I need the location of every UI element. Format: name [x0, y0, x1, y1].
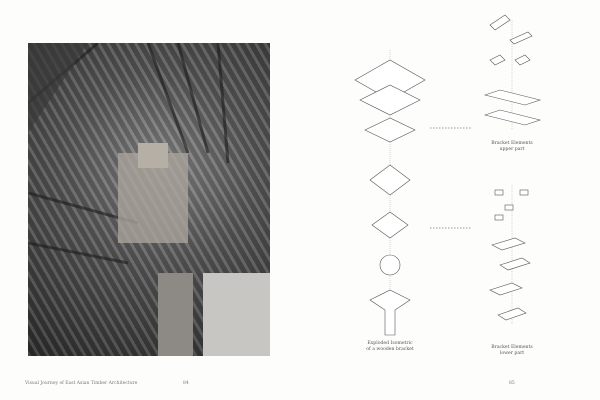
- caption-line: Bracket Elements: [491, 141, 533, 146]
- caption-lower-part: Bracket Elements lower part: [472, 345, 552, 357]
- exploded-isometric-diagram: [354, 14, 542, 336]
- right-page: Exploded Isometric of a wooden bracket B…: [300, 0, 600, 400]
- bracket-photo: [28, 43, 270, 356]
- page-number-left: 84: [183, 381, 189, 386]
- page-number-right: 85: [509, 381, 515, 386]
- bracket-photo-shapes: [28, 43, 270, 356]
- caption-exploded-isometric: Exploded Isometric of a wooden bracket: [350, 341, 430, 353]
- left-page: Visual Journey of East Asian Timber Arch…: [25, 43, 270, 386]
- caption-line: upper part: [499, 147, 525, 152]
- caption-upper-part: Bracket Elements upper part: [472, 141, 552, 153]
- caption-line: Exploded Isometric: [367, 341, 413, 346]
- footer-book-title: Visual Journey of East Asian Timber Arch…: [25, 381, 138, 386]
- caption-line: Bracket Elements: [491, 345, 533, 350]
- caption-line: of a wooden bracket: [366, 347, 414, 352]
- caption-line: lower part: [499, 351, 525, 356]
